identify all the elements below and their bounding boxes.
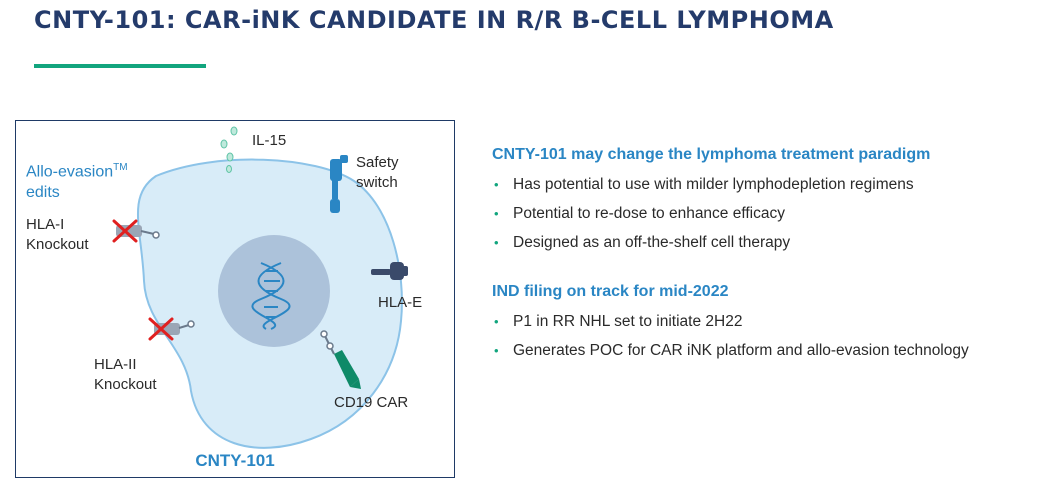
title-underline — [34, 64, 206, 68]
bullet-list-paradigm: •Has potential to use with milder lympho… — [492, 170, 1052, 257]
cd19-car-receptor-icon — [320, 330, 361, 389]
list-item: •Has potential to use with milder lympho… — [492, 170, 1052, 199]
bullet-icon: • — [494, 177, 499, 192]
hla2-knockout-icon — [148, 317, 195, 341]
allo-title-main: Allo-evasion — [26, 163, 114, 181]
hla2-knockout-label: HLA-II Knockout — [94, 356, 157, 393]
page-title: CNTY-101: CAR-iNK CANDIDATE IN R/R B-CEL… — [34, 6, 834, 34]
hla1-knockout-icon — [112, 219, 160, 243]
bullet-icon: • — [494, 235, 499, 250]
safety-switch-label: Safety switch — [356, 154, 399, 191]
list-item: •P1 in RR NHL set to initiate 2H22 — [492, 307, 1052, 336]
bullet-icon: • — [494, 343, 499, 358]
section-heading-ind-filing: IND filing on track for mid-2022 — [492, 283, 729, 300]
hla1-knockout-label: HLA-I Knockout — [26, 216, 89, 253]
hla-e-receptor-icon — [371, 262, 408, 280]
allo-title-line2: edits — [26, 184, 60, 202]
diagram-caption: CNTY-101 — [195, 451, 275, 470]
il15-label: IL-15 — [252, 132, 287, 149]
il15-particle-icon — [220, 126, 238, 173]
allo-evasion-title: Allo-evasionTM edits — [26, 157, 128, 203]
safety-switch-receptor-icon — [330, 155, 348, 213]
knockout-x-icon — [148, 317, 174, 341]
bullet-icon: • — [494, 314, 499, 329]
info-panel: CNTY-101 may change the lymphoma treatme… — [492, 146, 1052, 391]
knockout-x-icon — [112, 219, 138, 243]
dna-helix-icon — [251, 262, 291, 330]
trademark-mark: TM — [113, 162, 128, 173]
list-item: •Generates POC for CAR iNK platform and … — [492, 336, 1052, 365]
cell-illustration — [112, 126, 408, 449]
section-heading-paradigm: CNTY-101 may change the lymphoma treatme… — [492, 146, 931, 163]
bullet-icon: • — [494, 206, 499, 221]
list-item: •Potential to re-dose to enhance efficac… — [492, 199, 1052, 228]
hla-e-label: HLA-E — [378, 294, 423, 311]
cnty101-diagram: Allo-evasionTM edits IL-15 Safety switch… — [15, 120, 455, 478]
bullet-list-ind-filing: •P1 in RR NHL set to initiate 2H22 •Gene… — [492, 307, 1052, 365]
list-item: •Designed as an off-the-shelf cell thera… — [492, 228, 1052, 257]
cd19-car-label: CD19 CAR — [334, 394, 409, 411]
